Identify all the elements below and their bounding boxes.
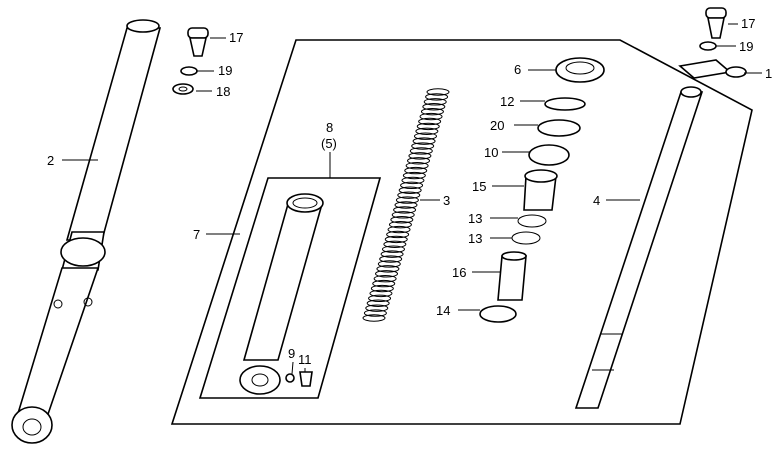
spring-coil xyxy=(398,186,422,194)
spring-coil xyxy=(387,225,411,234)
callout-16: 16 xyxy=(452,265,466,280)
back-up-ring xyxy=(528,144,570,166)
spring-coil xyxy=(407,157,431,165)
spring-coil xyxy=(363,309,387,317)
oil-seal xyxy=(555,57,605,83)
spring-coil xyxy=(402,171,426,180)
spring-coil xyxy=(423,98,447,106)
spring-coil xyxy=(386,230,410,239)
spring-coil xyxy=(404,166,428,175)
top-bolt-left xyxy=(172,27,209,95)
spring-coil xyxy=(365,304,389,312)
callout-18: 18 xyxy=(216,84,230,99)
callout-10: 10 xyxy=(484,145,498,160)
fork-leg-assembly xyxy=(11,19,162,444)
spring-coil xyxy=(409,147,433,155)
circlip xyxy=(479,305,517,323)
top-bolt-right xyxy=(678,7,747,79)
spring-coil xyxy=(379,255,403,263)
spring-coil xyxy=(395,196,419,204)
spring-coil xyxy=(400,181,424,190)
spring-coil xyxy=(369,289,393,298)
callout-17a: 17 xyxy=(229,30,243,45)
spring-coil xyxy=(393,206,417,214)
spring-coil xyxy=(416,122,440,131)
spring-coil xyxy=(413,132,437,140)
spring-coil xyxy=(397,191,421,199)
spring-coil xyxy=(366,299,390,307)
callout-11: 11 xyxy=(298,352,312,367)
spring-coil xyxy=(426,88,450,96)
spring-coil xyxy=(418,117,442,126)
callout-4: 4 xyxy=(593,193,600,208)
callout-8: 8 xyxy=(326,120,333,135)
spring-coil xyxy=(419,112,443,121)
spring-coil xyxy=(422,103,446,111)
seal-spacer xyxy=(537,119,581,137)
callout-3: 3 xyxy=(443,193,450,208)
spring-coil xyxy=(384,235,408,244)
stopper-ring xyxy=(544,97,586,111)
callout-9: 9 xyxy=(288,346,295,361)
callout-15: 15 xyxy=(472,179,486,194)
callout-labels: 1 2 3 4 6 7 8 (5) 9 10 11 12 13 13 14 15… xyxy=(47,16,772,367)
callout-17b: 17 xyxy=(741,16,755,31)
callout-13b: 13 xyxy=(468,231,482,246)
callout-13a: 13 xyxy=(468,211,482,226)
spring-coil xyxy=(412,137,436,145)
bottom-case xyxy=(239,193,324,395)
slider-bushing xyxy=(523,169,558,211)
slider-group-outline xyxy=(198,177,382,399)
spring-coil xyxy=(411,142,435,150)
spring-coil xyxy=(394,201,418,209)
spring-coil xyxy=(425,93,449,101)
spring-coil xyxy=(401,176,425,185)
spring-coil xyxy=(408,152,432,160)
spring-coil xyxy=(377,260,401,268)
spring-coil xyxy=(415,127,439,136)
spring-coil xyxy=(372,279,396,288)
spring-coil xyxy=(388,220,412,229)
spring-coil xyxy=(390,216,414,224)
snap-ring-upper xyxy=(517,214,547,228)
spring-coil xyxy=(362,314,386,322)
callout-2: 2 xyxy=(47,153,54,168)
snap-ring-lower xyxy=(511,231,541,245)
callout-6: 6 xyxy=(514,62,521,77)
spring-coil xyxy=(368,294,392,303)
spring-coil xyxy=(381,245,405,253)
spring-coil xyxy=(420,107,444,116)
guide-bushing xyxy=(497,251,527,301)
fork-tube xyxy=(574,86,704,409)
fork-spring xyxy=(362,88,450,322)
callout-20: 20 xyxy=(490,118,504,133)
callout-7: 7 xyxy=(193,227,200,242)
callout-8-sub: (5) xyxy=(321,136,337,151)
spring-coil xyxy=(376,265,400,273)
spring-coil xyxy=(405,161,429,170)
assembly-outline xyxy=(170,39,753,425)
callout-19a: 19 xyxy=(218,63,232,78)
spring-coil xyxy=(383,240,407,249)
callout-19b: 19 xyxy=(739,39,753,54)
spring-coil xyxy=(380,250,404,258)
leader-lines xyxy=(62,23,762,375)
spring-coil xyxy=(375,270,399,278)
spring-coil xyxy=(373,274,397,283)
callout-1: 1 xyxy=(765,66,772,81)
callout-14: 14 xyxy=(436,303,450,318)
spring-coil xyxy=(370,284,394,293)
callout-12: 12 xyxy=(500,94,514,109)
spring-coil xyxy=(391,211,415,219)
